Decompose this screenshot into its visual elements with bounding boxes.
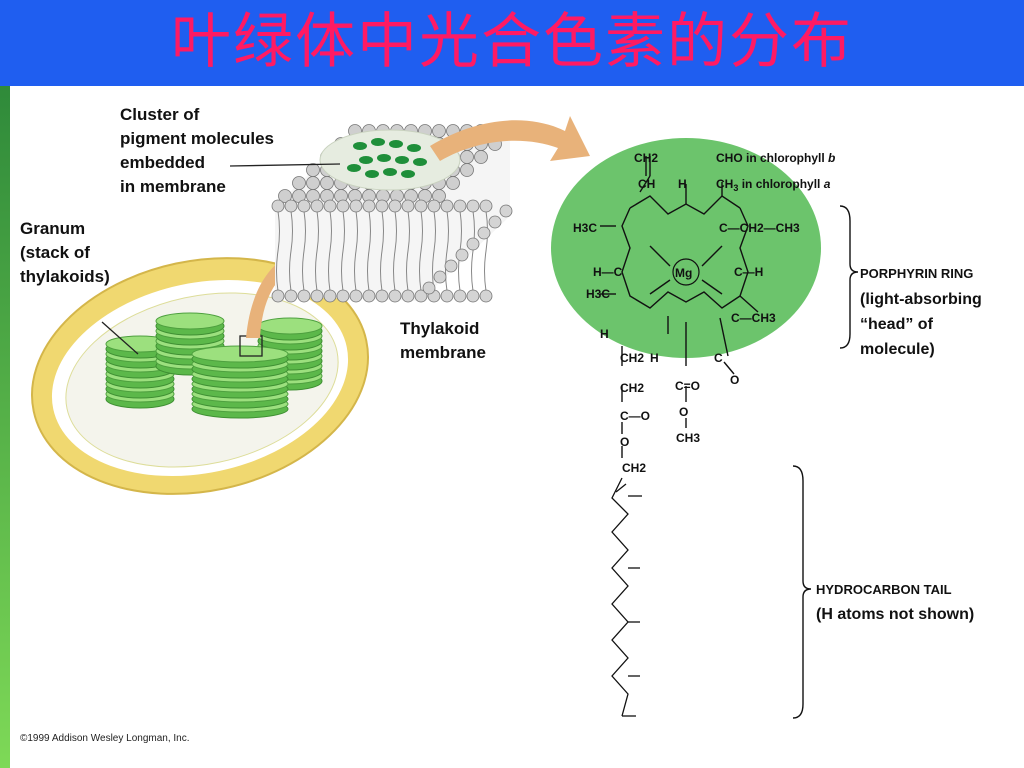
- porphyrin-bracket: [839, 205, 859, 349]
- svg-text:CH3: CH3: [676, 431, 700, 445]
- svg-text:O: O: [620, 435, 629, 449]
- svg-text:C—O: C—O: [620, 409, 650, 423]
- svg-text:C—CH2—CH3: C—CH2—CH3: [719, 221, 800, 235]
- svg-text:H: H: [600, 327, 609, 341]
- svg-text:C: C: [714, 351, 723, 365]
- svg-text:H—C: H—C: [593, 265, 623, 279]
- hydrocarbon-tail: [611, 477, 629, 717]
- cluster-label: Cluster of pigment molecules embedded in…: [120, 105, 279, 196]
- left-accent-bar: [0, 86, 10, 768]
- svg-text:H3C: H3C: [573, 221, 597, 235]
- svg-text:O: O: [679, 405, 688, 419]
- granum-pointer-line: [101, 321, 139, 355]
- thylakoid-membrane-block: [229, 124, 516, 303]
- porphyrin-bonds: [600, 156, 759, 458]
- tail-methyl-branches: [615, 483, 642, 717]
- svg-text:CH2: CH2: [620, 381, 644, 395]
- porphyrin-atoms: Mg CH2 CH H H3C C—CH2—CH3 H—C C—H H3C C—…: [573, 151, 800, 365]
- cho-label: CHO in chlorophyll b: [716, 151, 835, 165]
- svg-text:CH2: CH2: [634, 151, 658, 165]
- svg-text:Mg: Mg: [675, 266, 692, 280]
- svg-text:C—H: C—H: [734, 265, 763, 279]
- svg-text:O: O: [730, 373, 739, 387]
- svg-text:CH: CH: [638, 177, 655, 191]
- tail-atoms: CH2 CH2 C—O O CH2 C=O O CH3 O C: [620, 351, 739, 475]
- thylakoid-label: Thylakoid membrane: [400, 319, 486, 362]
- svg-text:H: H: [678, 177, 687, 191]
- svg-text:CH2: CH2: [620, 351, 644, 365]
- granum-stacks: [105, 312, 323, 419]
- svg-text:C—CH3: C—CH3: [731, 311, 776, 325]
- slide-title: 叶绿体中光合色素的分布: [171, 7, 853, 77]
- svg-text:C=O: C=O: [675, 379, 700, 393]
- chlorophyll-diagram: Cluster of pigment molecules embedded in…: [20, 105, 986, 719]
- tail-label: HYDROCARBON TAIL (H atoms not shown): [816, 581, 974, 623]
- porphyrin-head: [551, 138, 821, 358]
- porphyrin-label: PORPHYRIN RING (light-absorbing “head” o…: [860, 265, 986, 358]
- magnesium-ring: [672, 258, 700, 286]
- svg-text:H3C: H3C: [586, 287, 610, 301]
- zoom-arrow-right: [430, 116, 590, 161]
- ch3-label: CH3 in chlorophyll a: [716, 177, 831, 193]
- copyright-notice: ©1999 Addison Wesley Longman, Inc.: [20, 733, 190, 744]
- svg-text:CH2: CH2: [622, 461, 646, 475]
- tail-bracket: [792, 465, 812, 719]
- cluster-pointer-line: [229, 163, 341, 167]
- title-bar: [0, 0, 1024, 86]
- svg-text:H: H: [650, 351, 659, 365]
- granum-label: Granum (stack of thylakoids): [20, 219, 110, 286]
